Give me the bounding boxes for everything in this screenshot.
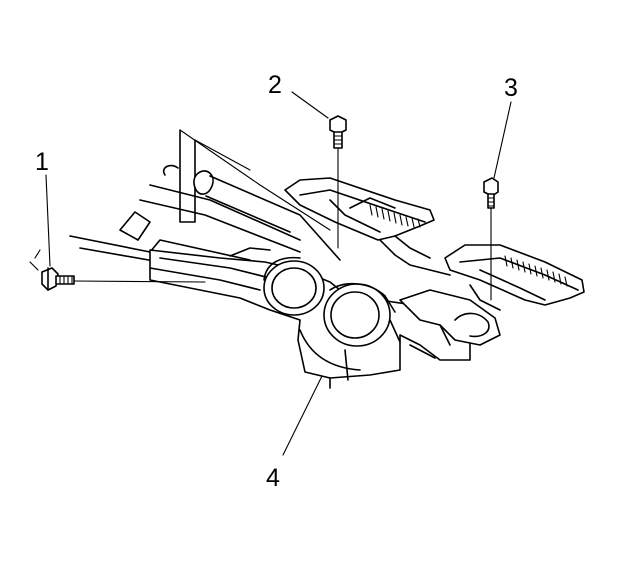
leader-1-line bbox=[73, 280, 206, 283]
right-duct-extension bbox=[399, 289, 501, 346]
grille-teeth-upper bbox=[369, 204, 421, 228]
right-vent-grille bbox=[444, 244, 585, 311]
grille-teeth-right bbox=[504, 255, 568, 287]
upper-vent-grille bbox=[284, 177, 451, 276]
callout-3: 3 bbox=[504, 74, 518, 102]
rear-structure bbox=[29, 129, 341, 271]
left-outlet bbox=[263, 256, 325, 316]
duct-body bbox=[149, 247, 471, 389]
leader-2-callout-line bbox=[291, 91, 329, 119]
fastener-3 bbox=[483, 101, 512, 301]
callout-1: 1 bbox=[35, 148, 49, 176]
leader-3-callout-line bbox=[493, 101, 512, 179]
fastener-1 bbox=[41, 174, 206, 291]
callout-2: 2 bbox=[268, 71, 282, 99]
callout-4: 4 bbox=[266, 464, 280, 492]
fastener-2 bbox=[291, 91, 347, 249]
leader-4-line bbox=[282, 375, 323, 456]
leader-1-callout-line bbox=[45, 174, 51, 267]
right-outlet bbox=[323, 283, 396, 347]
